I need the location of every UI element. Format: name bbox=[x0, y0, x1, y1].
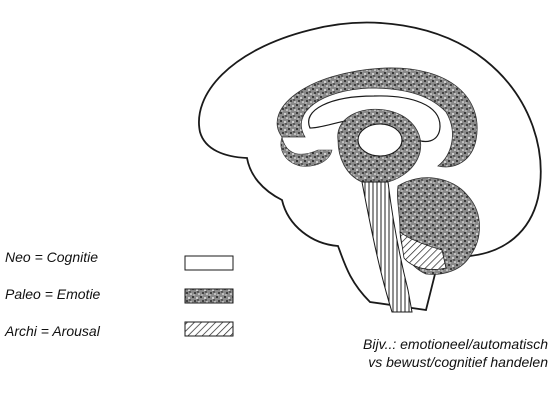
legend-label-paleo: Paleo = Emotie bbox=[5, 286, 100, 302]
legend-swatch-paleo bbox=[185, 289, 233, 303]
legend-label-neo: Neo = Cognitie bbox=[5, 249, 98, 265]
legend-label-archi: Archi = Arousal bbox=[5, 323, 100, 339]
caption-line-2: vs bewust/cognitief handelen bbox=[363, 353, 548, 371]
legend-swatch-archi bbox=[185, 322, 233, 336]
thalamus-center bbox=[358, 124, 402, 156]
caption-line-1: Bijv..: emotioneel/automatisch bbox=[363, 335, 548, 353]
caption: Bijv..: emotioneel/automatisch vs bewust… bbox=[363, 335, 548, 371]
legend-swatch-neo bbox=[185, 256, 233, 270]
